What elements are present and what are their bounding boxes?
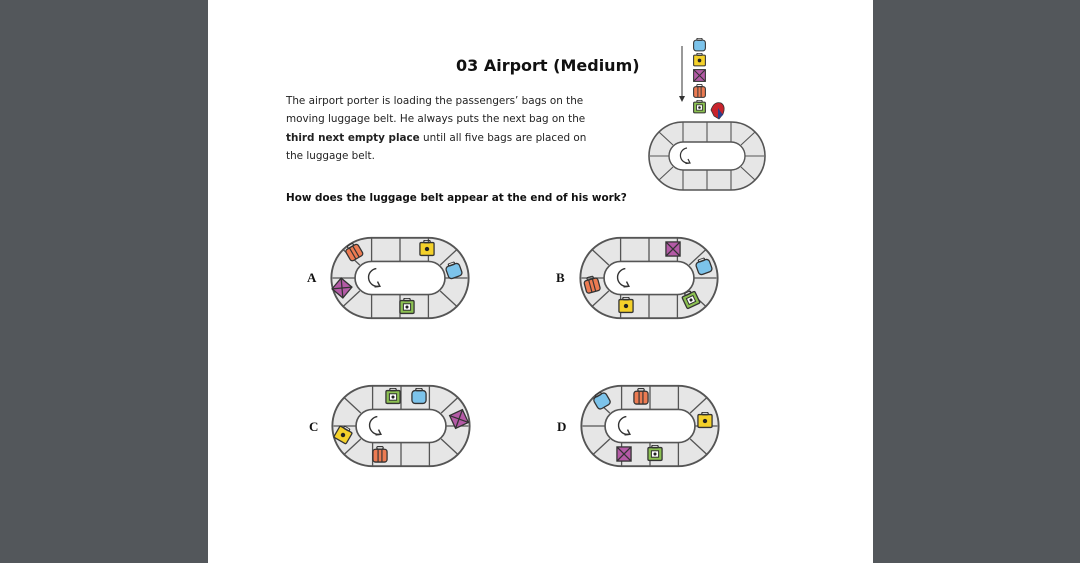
paragraph-line-3-rest: until all five bags are placed on	[419, 131, 587, 144]
purple-bag-icon	[616, 446, 632, 462]
orange-bag-icon	[633, 388, 649, 405]
yellow-bag-icon	[618, 297, 634, 314]
green-bag-icon	[647, 445, 663, 462]
belt-c	[331, 384, 471, 468]
option-c-belt	[331, 384, 471, 468]
blue-bag-icon	[693, 38, 706, 52]
yellow-bag-icon	[693, 53, 706, 67]
yellow-bag-icon	[419, 240, 435, 257]
bold-phrase: third next empty place	[286, 131, 420, 144]
blue-bag-icon	[411, 388, 427, 405]
green-bag-icon	[399, 298, 415, 315]
option-label-a: A	[307, 270, 317, 285]
purple-bag-icon	[665, 241, 681, 257]
option-label-b: B	[556, 270, 565, 285]
orange-bag-icon	[693, 84, 706, 98]
instructions-paragraph: The airport porter is loading the passen…	[286, 92, 606, 165]
figures-canvas	[330, 38, 766, 468]
option-label-d: D	[557, 419, 567, 434]
option-label-c: C	[309, 419, 319, 434]
paragraph-line-1: The airport porter is loading the passen…	[286, 95, 584, 107]
purple-bag-icon	[693, 69, 706, 82]
page-title: 03 Airport (Medium)	[456, 56, 640, 75]
reference-luggage-stack	[679, 38, 725, 120]
option-d-belt	[580, 384, 720, 468]
option-a-belt	[330, 236, 470, 320]
paragraph-line-2: moving luggage belt. He always puts the …	[286, 113, 586, 126]
green-bag-icon	[693, 100, 706, 114]
paragraph-line-4: the luggage belt.	[286, 149, 375, 162]
reference-belt	[648, 121, 766, 191]
down-arrow-icon	[679, 96, 685, 102]
porter-icon	[710, 102, 725, 120]
document-page: 03 Airport (Medium) The airport porter i…	[208, 0, 873, 563]
orange-bag-icon	[372, 446, 388, 463]
green-bag-icon	[385, 388, 401, 405]
paragraph-line-3: third next empty place until all five ba…	[286, 129, 606, 147]
option-b-belt	[579, 236, 719, 320]
belt-b	[579, 236, 719, 320]
yellow-bag-icon	[697, 412, 713, 429]
question-text: How does the luggage belt appear at the …	[286, 192, 627, 204]
